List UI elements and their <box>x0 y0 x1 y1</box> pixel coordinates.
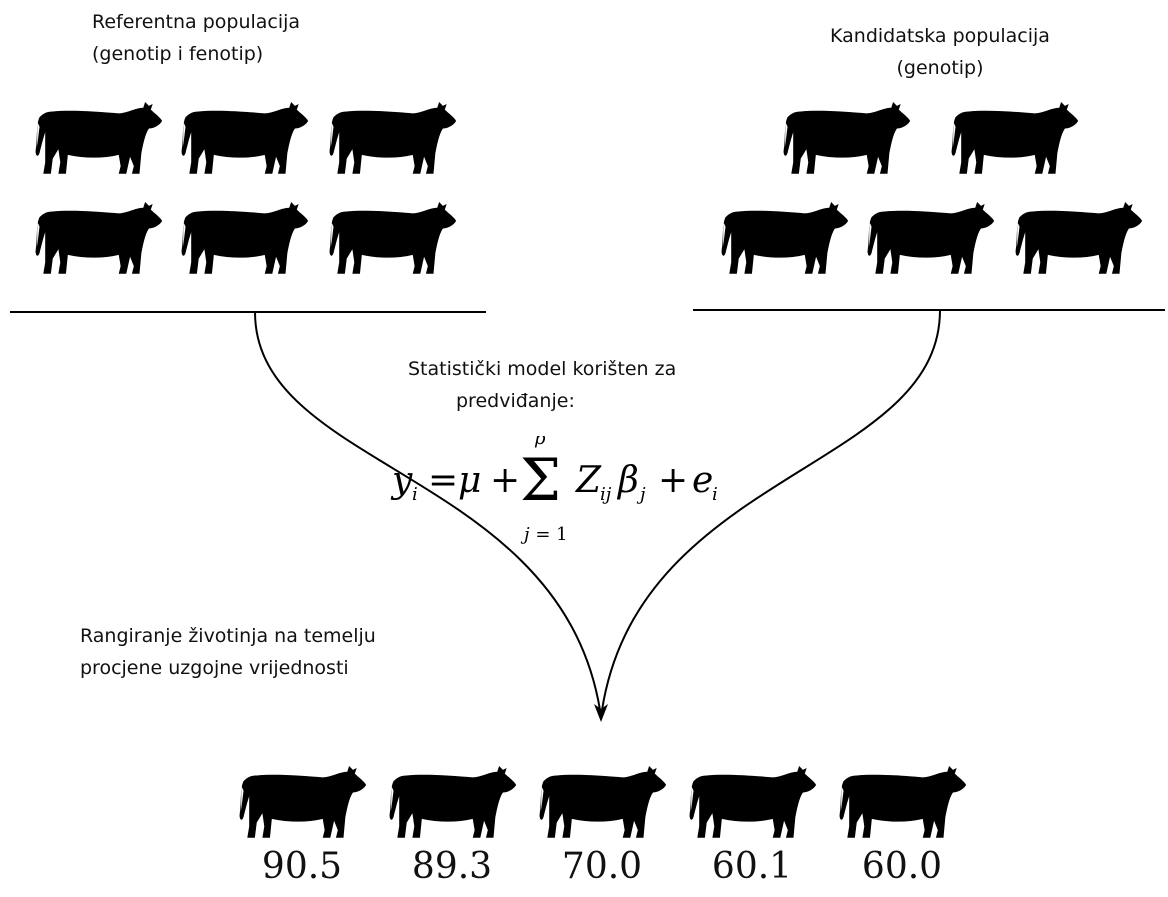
cow-icon <box>178 196 310 276</box>
cow-icon <box>780 96 912 176</box>
svg-text:β: β <box>616 460 639 501</box>
score-4: 60.1 <box>711 846 793 887</box>
cow-icon <box>236 760 368 840</box>
svg-text:j: j <box>636 484 646 505</box>
ranking-caption-line1: Rangiranje životinja na temelju <box>80 625 376 647</box>
ranking-caption-line2: procjene uzgojne vrijednosti <box>80 657 349 679</box>
model-caption-line2: predviđanje: <box>456 390 575 412</box>
cow-icon <box>326 196 458 276</box>
cow-icon <box>178 96 310 176</box>
cow-icon <box>718 196 850 276</box>
svg-text:+: + <box>658 460 688 501</box>
cow-icon <box>836 760 968 840</box>
score-5: 60.0 <box>861 846 943 887</box>
svg-text:i: i <box>412 484 418 505</box>
candidate-title-line2: (genotip) <box>896 57 984 79</box>
cow-icon <box>326 96 458 176</box>
svg-text:y: y <box>390 460 413 501</box>
score-2: 89.3 <box>411 846 493 887</box>
cow-icon <box>32 196 164 276</box>
svg-text:p: p <box>534 436 546 449</box>
reference-title-line2: (genotip i fenotip) <box>92 43 264 65</box>
svg-text:μ: μ <box>458 460 481 501</box>
prediction-formula: y i = μ + p Σ j = 1 Z ij β j + e i <box>390 436 718 545</box>
svg-text:j = 1: j = 1 <box>520 524 568 545</box>
cow-icon <box>536 760 668 840</box>
svg-text:ij: ij <box>600 484 612 505</box>
flow-arrowhead <box>594 704 608 722</box>
cow-icon <box>864 196 996 276</box>
right-flow-curve <box>601 309 941 711</box>
svg-text:e: e <box>692 460 713 501</box>
score-3: 70.0 <box>561 846 643 887</box>
reference-title-line1: Referentna populacija <box>92 11 301 33</box>
cow-icon <box>948 96 1080 176</box>
model-caption-line1: Statistički model korišten za <box>408 358 677 380</box>
score-1: 90.5 <box>261 846 343 887</box>
candidate-title-line1: Kandidatska populacija <box>830 25 1050 47</box>
cow-icon <box>1012 196 1144 276</box>
svg-text:i: i <box>712 484 718 505</box>
left-flow-curve <box>254 311 601 711</box>
cow-icon <box>686 760 818 840</box>
svg-text:Z: Z <box>575 460 602 501</box>
svg-text:+: + <box>490 460 520 501</box>
cow-icon <box>386 760 518 840</box>
cow-icon <box>32 96 164 176</box>
svg-text:=: = <box>428 460 458 501</box>
svg-text:Σ: Σ <box>520 446 561 514</box>
